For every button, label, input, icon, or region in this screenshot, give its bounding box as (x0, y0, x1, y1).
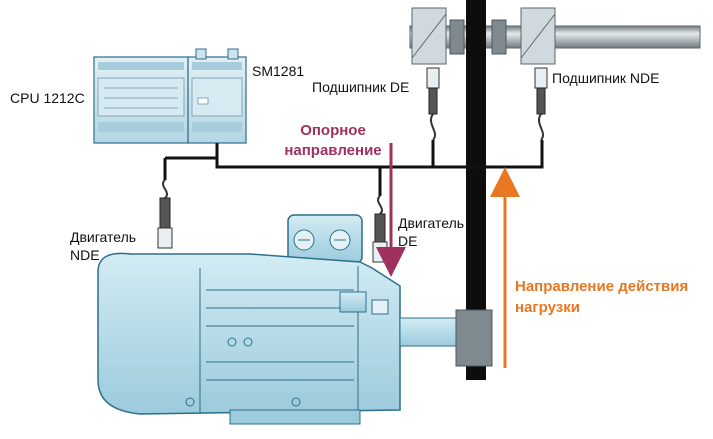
label-sm1281: SM1281 (252, 63, 305, 79)
label-motor-nde-line1: Двигатель (70, 229, 137, 245)
bearing-de-housing (411, 7, 447, 65)
label-cpu: CPU 1212C (10, 90, 85, 106)
label-reference-line1: Опорное (300, 122, 366, 139)
label-load-line2: нагрузки (515, 299, 580, 316)
bearing-nde-housing (520, 7, 556, 65)
label-bearing-de: Подшипник DE (312, 79, 410, 95)
sensor-cables (163, 140, 544, 196)
plc-cpu-module (93, 56, 189, 144)
electric-motor (97, 214, 493, 425)
load-belt (466, 0, 486, 380)
sensor-motor-de (372, 195, 388, 263)
label-reference-line2: направление (284, 142, 382, 159)
sensor-bearing-de (426, 67, 440, 141)
label-motor-de-line1: Двигатель (398, 215, 465, 231)
label-motor-nde-line2: NDE (70, 247, 100, 263)
plc-sm1281-module (187, 48, 247, 144)
label-motor-de-line2: DE (398, 233, 418, 249)
label-bearing-nde: Подшипник NDE (552, 70, 660, 86)
label-load-line1: Направление действия (515, 278, 689, 295)
sensor-bearing-nde (534, 67, 548, 141)
sensor-motor-nde (157, 179, 173, 249)
